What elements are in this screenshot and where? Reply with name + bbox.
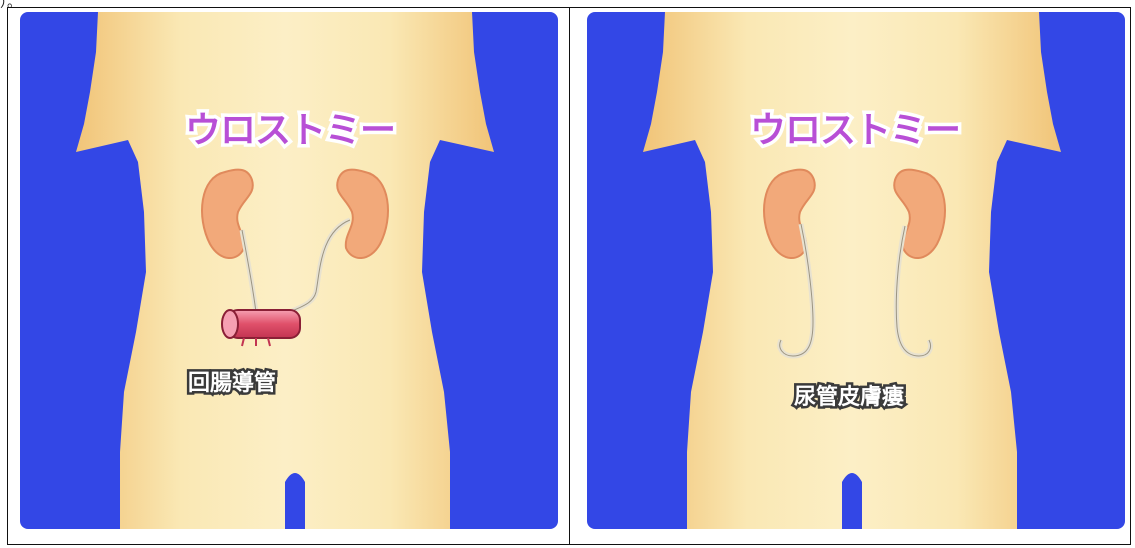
panel-divider xyxy=(569,7,570,545)
cutaneous-ureterostomy-illustration: ウロストミー 尿管皮膚瘻 xyxy=(587,12,1125,529)
panel-cutaneous-ureterostomy: ウロストミー 尿管皮膚瘻 xyxy=(587,12,1125,529)
ileal-conduit-label: 回腸導管 xyxy=(188,370,276,396)
ileal-conduit-illustration: ウロストミー 回腸導管 xyxy=(20,12,558,529)
conduit-stoma-end xyxy=(222,310,238,338)
cutaneous-ureterostomy-label: 尿管皮膚瘻 xyxy=(794,384,904,410)
panel-title: ウロストミー xyxy=(750,110,960,151)
panel-title: ウロストミー xyxy=(185,110,395,151)
navel-gap xyxy=(842,478,862,529)
navel-gap xyxy=(285,478,305,529)
panel-ileal-conduit: ウロストミー 回腸導管 xyxy=(20,12,558,529)
